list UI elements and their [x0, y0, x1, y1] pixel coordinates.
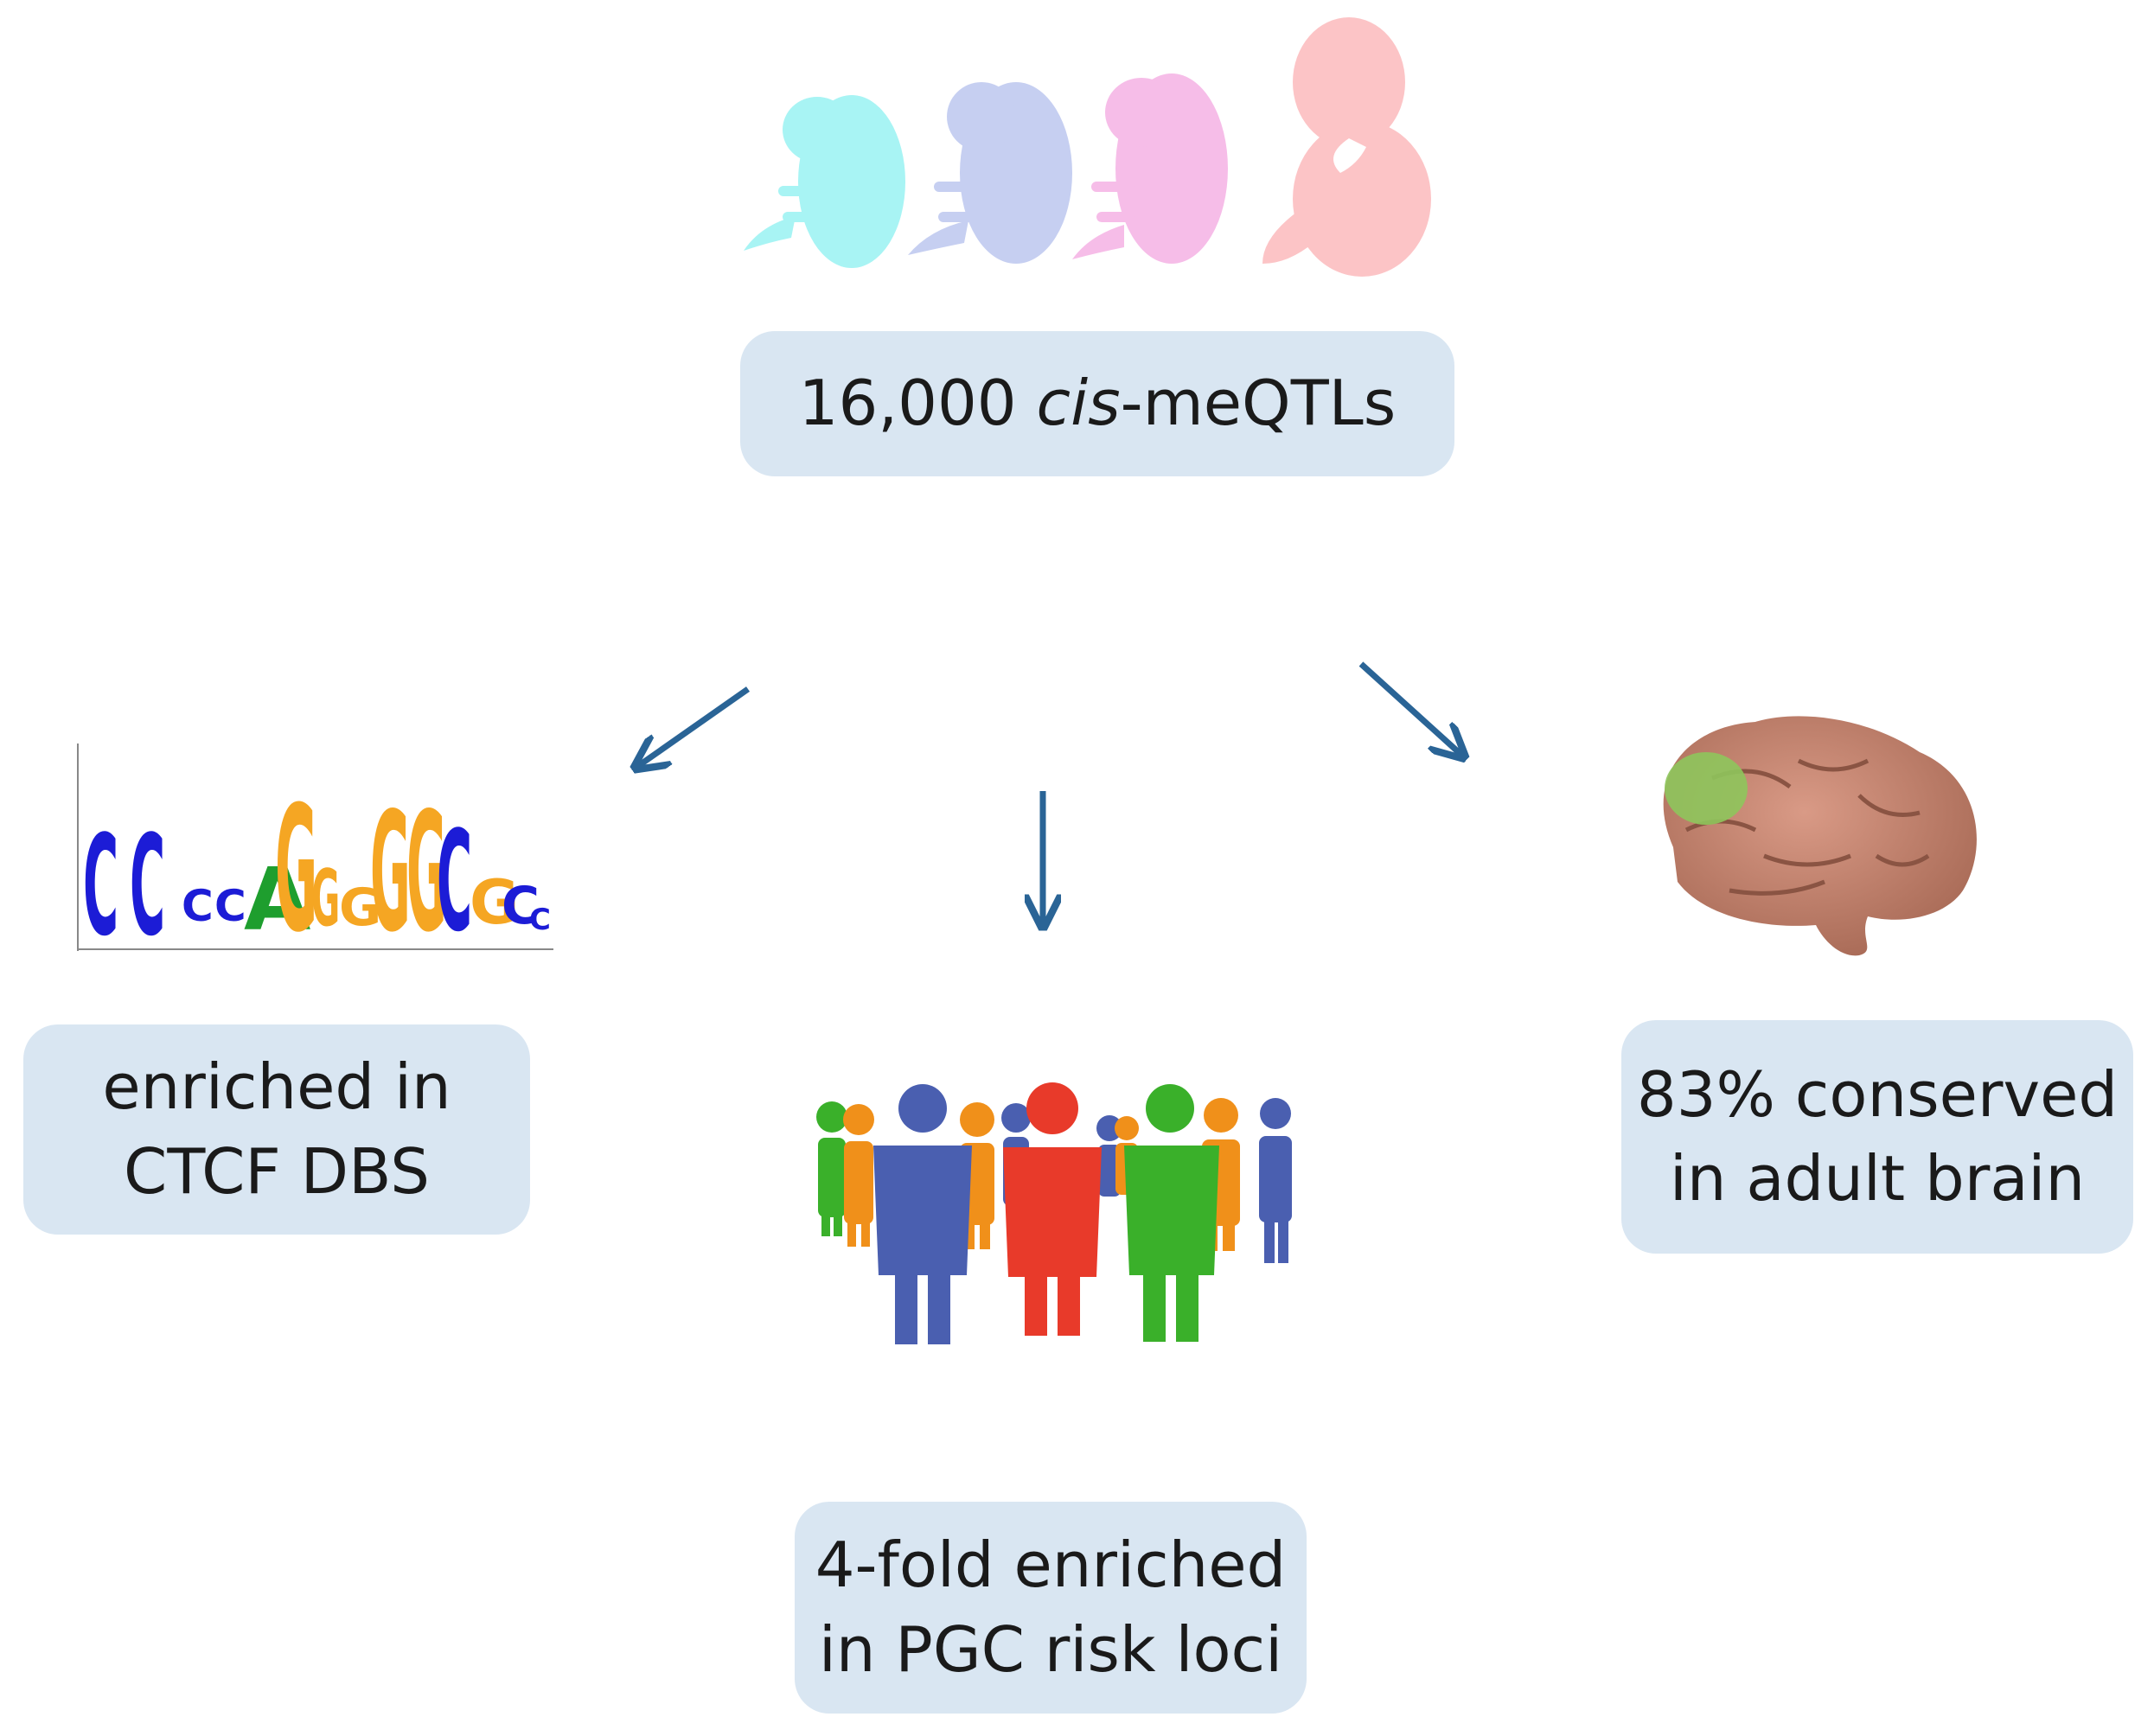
meqtl-count-text: 16,000 cis-meQTLs: [799, 361, 1397, 445]
motif-letter: C: [502, 876, 540, 936]
embryo-icon-1: [744, 95, 905, 268]
motif-letter: G: [311, 853, 340, 943]
motif-letter: G: [339, 878, 381, 938]
meqtl-count-box: 16,000 cis-meQTLs: [740, 331, 1454, 476]
arrow-left: [638, 686, 751, 766]
ctcf-box: enriched in CTCF DBS: [23, 1024, 530, 1235]
crowd-icon: [816, 1082, 1292, 1344]
ctcf-line-2: CTCF DBS: [124, 1134, 430, 1208]
pgc-box: 4-fold enriched in PGC risk loci: [795, 1502, 1307, 1714]
embryo-icon-3: [1072, 73, 1228, 264]
motif-letter: C: [437, 802, 472, 963]
brain-line-2: in adult brain: [1669, 1142, 2086, 1215]
motif-letter: G: [275, 769, 317, 970]
ctcf-line-1: enriched in: [102, 1050, 451, 1124]
cis-label: cis: [1036, 367, 1121, 440]
meqtl-label: -meQTLs: [1120, 367, 1397, 440]
motif-letter: G: [406, 778, 447, 969]
brain-box: 83% conserved in adult brain: [1621, 1020, 2133, 1254]
motif-letter: C: [83, 807, 118, 967]
brain-icon: [1663, 716, 1977, 956]
meqtl-count: 16,000: [798, 367, 1017, 440]
motif-letter: G: [470, 867, 519, 938]
brain-line-1: 83% conserved: [1636, 1057, 2119, 1131]
motif-letter: C: [529, 903, 551, 937]
motif-letter: A: [244, 849, 310, 950]
motif-letter: C: [130, 807, 165, 967]
embryo-icon-2: [908, 82, 1072, 264]
motif-letter: C: [214, 881, 246, 931]
pgc-line-2: in PGC risk loci: [818, 1612, 1283, 1686]
sequence-logo-icon: C C C C A G G G G G C G C C: [77, 744, 553, 970]
motif-letter: C: [182, 881, 214, 931]
fetus-icon: [1262, 17, 1431, 277]
arrow-right: [1358, 661, 1461, 755]
pgc-line-1: 4-fold enriched: [815, 1529, 1287, 1602]
motif-letter: G: [370, 778, 411, 969]
